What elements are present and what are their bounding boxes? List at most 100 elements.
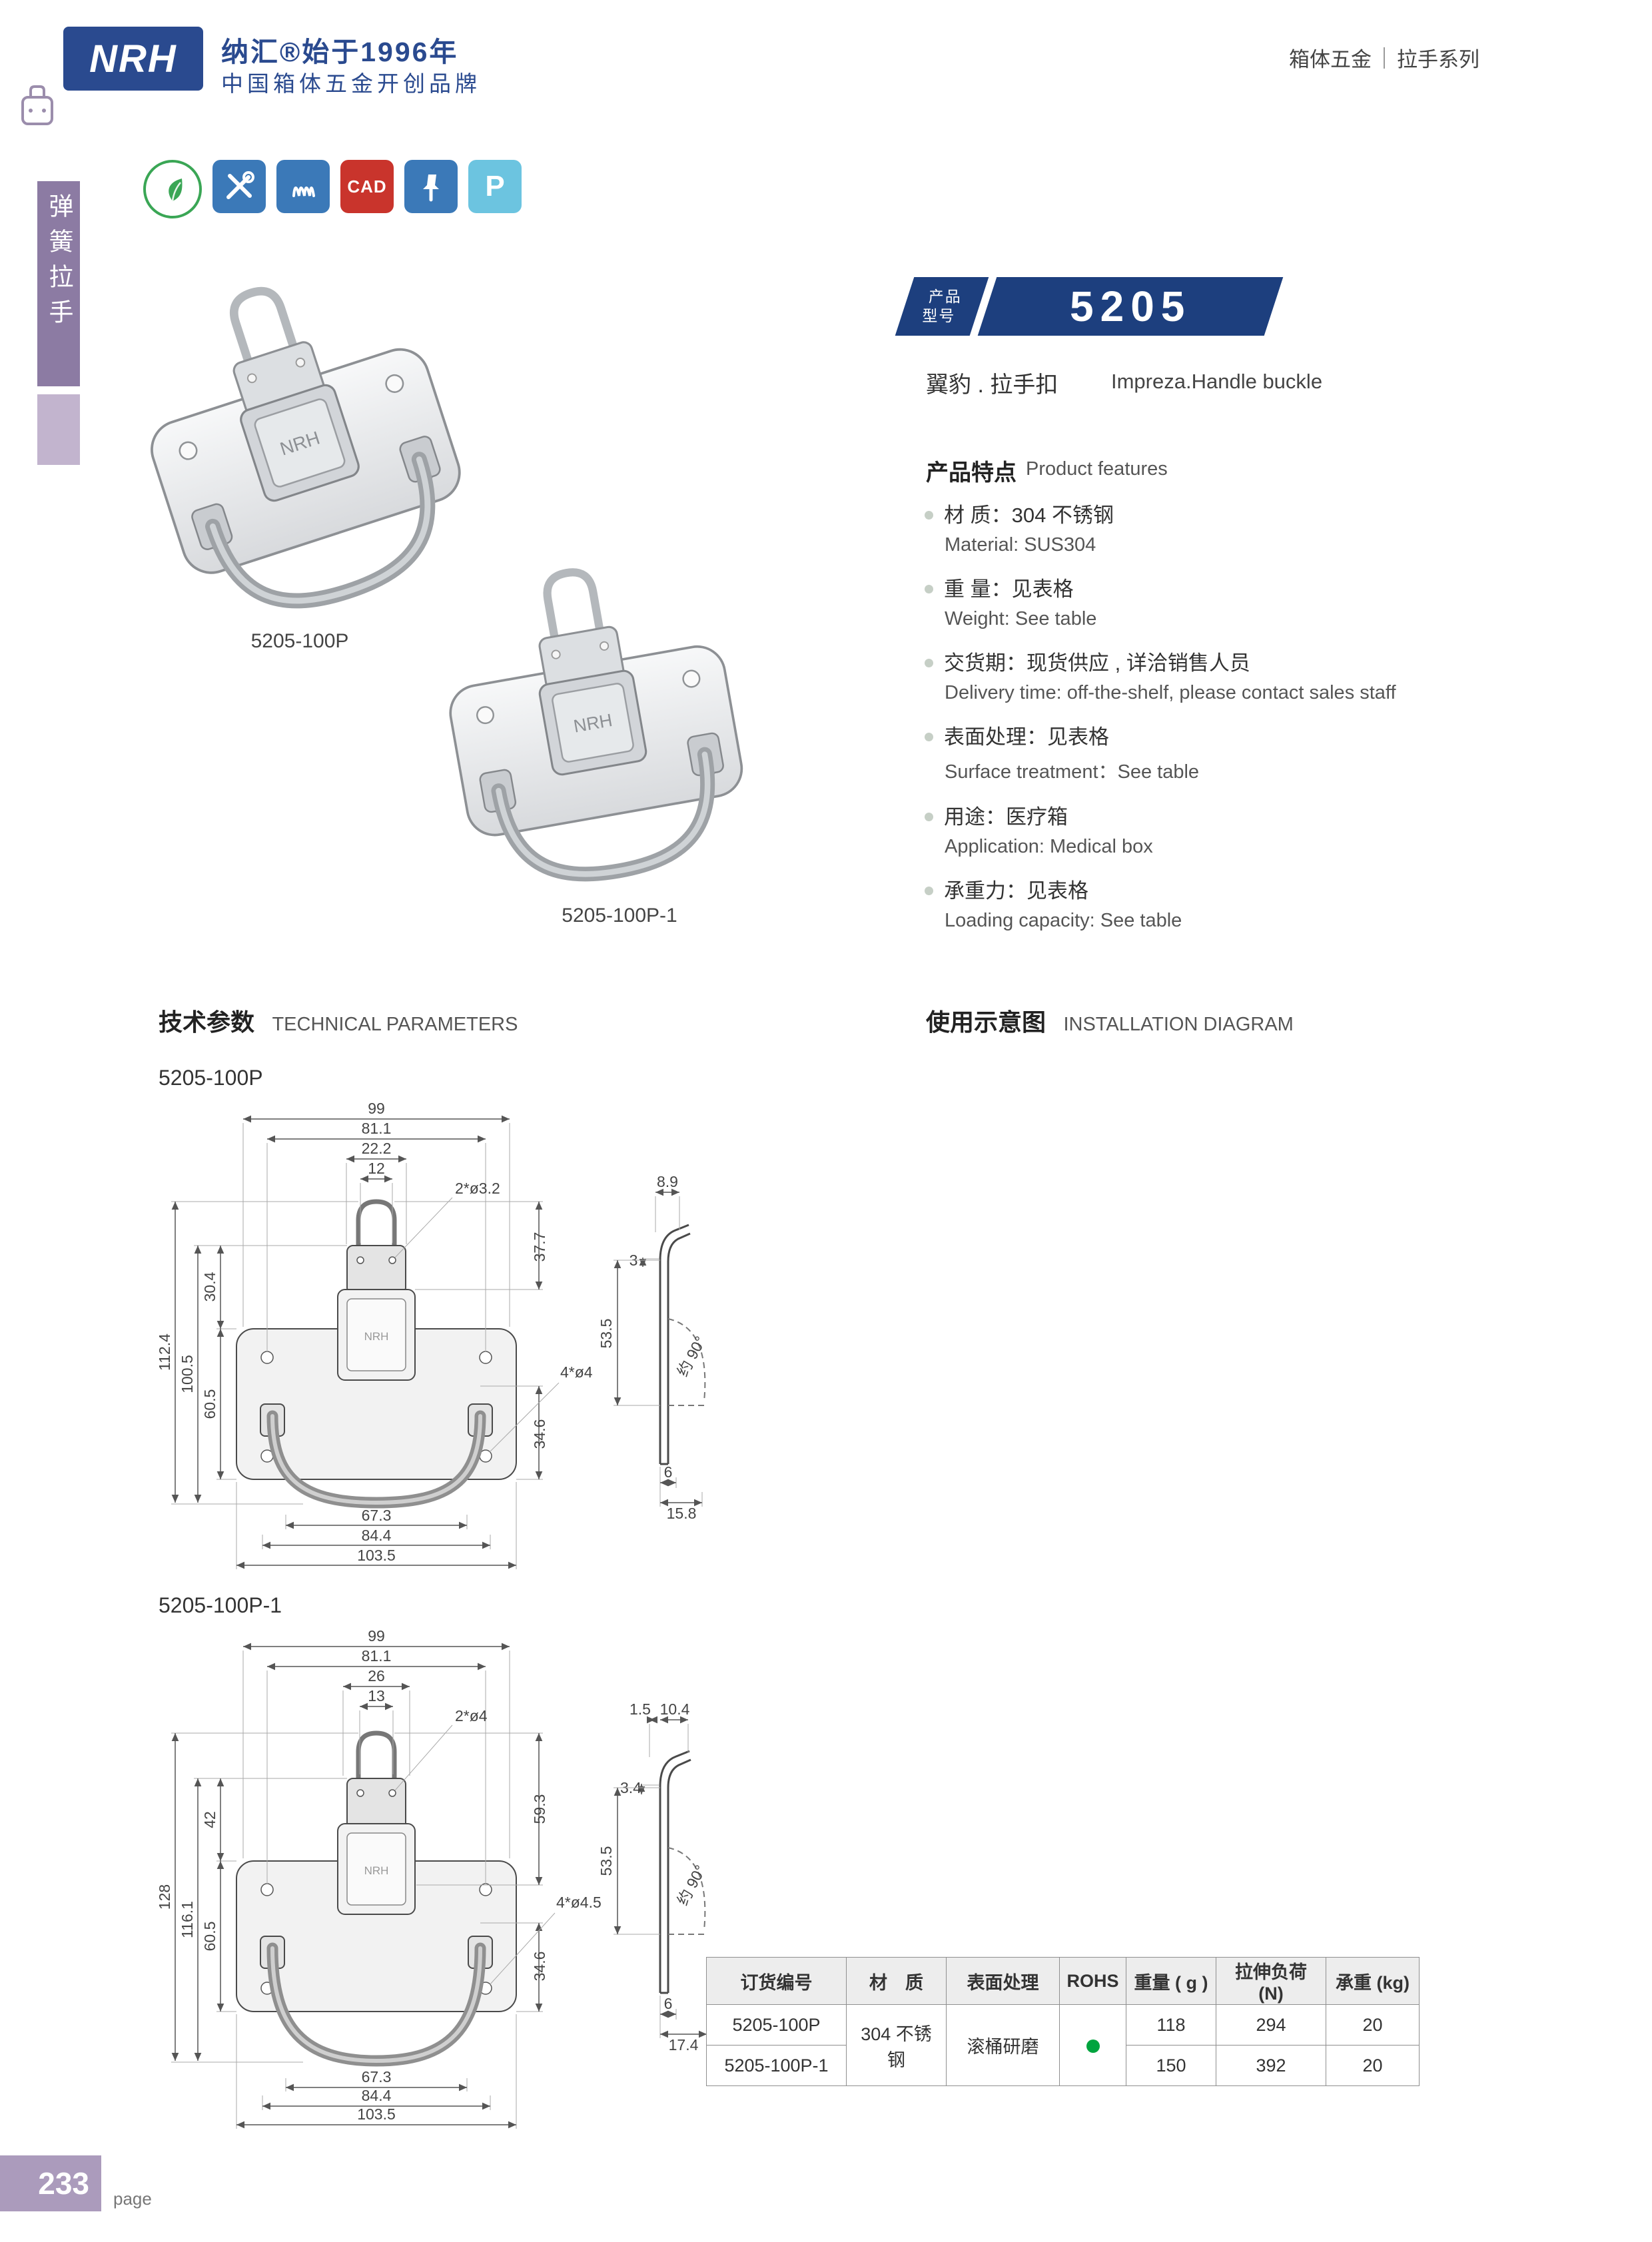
- feature-list: 材 质：304 不锈钢 Material: SUS304 重 量：见表格 Wei…: [925, 498, 1444, 948]
- dim-label: 1.5: [629, 1700, 651, 1718]
- dim-label: 53.5: [598, 1846, 615, 1876]
- model-badge: 产品 型号 5205: [895, 277, 1284, 336]
- installation-heading: 使用示意图 INSTALLATION DIAGRAM: [926, 1003, 1294, 1038]
- surface-cell: 滚桶研磨: [946, 2004, 1060, 2086]
- technical-drawing-5205-100P-1: NRH 99: [156, 1627, 709, 2129]
- feature-en: Loading capacity: See table: [945, 910, 1182, 931]
- weight-cell: 118: [1126, 2004, 1216, 2046]
- dimension-lines: 99 81.1 22.2 12 2*ø3.2 112.4 100.5 30.4 …: [156, 1100, 593, 1569]
- dim-label: 6: [664, 1995, 673, 2012]
- dim-label: 67.3: [362, 2068, 392, 2085]
- brand-slogan-line1: 纳汇®始于1996年: [221, 37, 459, 67]
- dim-label: 10.4: [660, 1700, 690, 1718]
- dim-label: 13: [368, 1687, 385, 1704]
- tensile-cell: 392: [1216, 2045, 1326, 2086]
- feature-en: Delivery time: off-the-shelf, please con…: [945, 682, 1396, 703]
- brand-slogan-line2: 中国箱体五金开创品牌: [221, 71, 481, 96]
- col-header: ROHS: [1059, 1957, 1126, 2005]
- dim-label: 53.5: [598, 1319, 615, 1349]
- feature-item: 承重力：见表格 Loading capacity: See table: [925, 874, 1444, 932]
- feature-item: 交货期：现货供应 , 详洽销售人员 Delivery time: off-the…: [925, 646, 1444, 704]
- dimension-lines: 99 81.1 26 13 2*ø4 128 116.1 42 60.5 59.…: [156, 1627, 602, 2129]
- extension-lines: [171, 1123, 543, 1569]
- feature-cn: 重 量：见表格: [925, 572, 1444, 602]
- spring-icon: [276, 160, 330, 213]
- dim-label: 2*ø4: [455, 1707, 488, 1724]
- dim-label: 112.4: [156, 1333, 173, 1371]
- series-label: 拉手系列: [1397, 48, 1479, 71]
- model-cell: 5205-100P-1: [706, 2045, 847, 2086]
- feature-cn: 表面处理：见表格: [925, 720, 1444, 750]
- nrh-logo: NRH: [63, 27, 203, 91]
- product-name-en: Impreza.Handle buckle: [1111, 370, 1323, 393]
- dim-label: 81.1: [362, 1120, 392, 1137]
- col-header: 订货编号: [706, 1957, 847, 2005]
- tech-params-en: TECHNICAL PARAMETERS: [272, 1014, 518, 1035]
- eco-leaf-icon: [143, 160, 202, 218]
- dim-label: 6: [664, 1463, 673, 1481]
- model-number: 5205: [977, 277, 1284, 336]
- photo-2-caption: 5205-100P-1: [562, 905, 677, 927]
- sidebar-category-strip: 弹簧拉手: [37, 181, 80, 386]
- rohs-cell: [1059, 2004, 1126, 2086]
- dim-label: 12: [368, 1160, 385, 1177]
- dim-label: 34.6: [531, 1419, 548, 1449]
- col-header: 承重 (kg): [1326, 1957, 1420, 2005]
- pin-icon: [404, 160, 458, 213]
- col-header: 材 质: [846, 1957, 947, 2005]
- hardware-box-icon: [21, 85, 53, 125]
- feature-item: 表面处理：见表格 Surface treatment：See table: [925, 720, 1444, 784]
- feature-item: 材 质：304 不锈钢 Material: SUS304: [925, 498, 1444, 556]
- dim-label: 103.5: [357, 1547, 396, 1564]
- dim-label: 4*ø4: [560, 1363, 593, 1381]
- brand-stamp: NRH: [364, 1330, 389, 1343]
- tools-icon: [212, 160, 266, 213]
- page-label: page: [113, 2189, 152, 2209]
- installation-cn: 使用示意图: [926, 1008, 1046, 1036]
- side-view: 约 90° 8.9 3 53.5 6 15.8: [598, 1173, 709, 1522]
- dim-label: 99: [368, 1627, 385, 1645]
- feature-cn: 材 质：304 不锈钢: [925, 498, 1444, 528]
- table-row: 5205-100P-1 150 392 20: [706, 2045, 1420, 2086]
- dim-label: 2*ø3.2: [455, 1180, 500, 1197]
- tensile-cell: 294: [1216, 2004, 1326, 2046]
- features-title-en: Product features: [1026, 458, 1168, 480]
- dim-label: 30.4: [201, 1272, 218, 1302]
- model-cell: 5205-100P: [706, 2004, 847, 2046]
- material-cell: 304 不锈钢: [846, 2004, 947, 2086]
- drawing-1-label: 5205-100P: [159, 1066, 263, 1090]
- dim-label: 99: [368, 1100, 385, 1117]
- side-view: 约 90° 1.5 10.4 3.4 53.5 6 17.4: [598, 1700, 709, 2054]
- col-header: 表面处理: [946, 1957, 1060, 2005]
- angle-label: 约 90°: [673, 1862, 709, 1908]
- cad-icon: CAD: [340, 160, 394, 213]
- product-photo-2: [393, 543, 793, 903]
- model-tag: 产品 型号: [895, 277, 989, 336]
- feature-cn: 承重力：见表格: [925, 874, 1444, 904]
- rohs-pass-dot: [1086, 2039, 1100, 2053]
- features-title-cn: 产品特点: [926, 460, 1017, 486]
- col-header: 重量 ( g ): [1126, 1957, 1216, 2005]
- technical-drawing-5205-100P: NRH 99: [156, 1100, 709, 1569]
- category-label: 箱体五金: [1289, 48, 1372, 71]
- drawing-2-label: 5205-100P-1: [159, 1593, 282, 1617]
- dim-label: 22.2: [362, 1140, 392, 1157]
- feature-cn: 交货期：现货供应 , 详洽销售人员: [925, 646, 1444, 676]
- dim-label: 4*ø4.5: [556, 1894, 602, 1911]
- divider: [1384, 47, 1385, 69]
- feature-en: Surface treatment：See table: [945, 761, 1200, 783]
- sidebar-decor-block: [37, 394, 80, 465]
- feature-icon-row: CAD P: [143, 160, 522, 218]
- model-number-text: 5205: [1069, 282, 1192, 330]
- dim-label: 17.4: [669, 2036, 699, 2054]
- feature-en: Weight: See table: [945, 608, 1097, 629]
- front-view: NRH: [236, 1730, 517, 2067]
- load-cell: 20: [1326, 2045, 1420, 2086]
- dim-label: 34.6: [531, 1952, 548, 1982]
- load-cell: 20: [1326, 2004, 1420, 2046]
- dim-label: 60.5: [201, 1389, 218, 1419]
- model-tag-line2: 型号: [922, 307, 956, 324]
- model-tag-line1: 产品: [928, 288, 962, 306]
- sidebar-vertical-label: 弹簧拉手: [45, 193, 73, 334]
